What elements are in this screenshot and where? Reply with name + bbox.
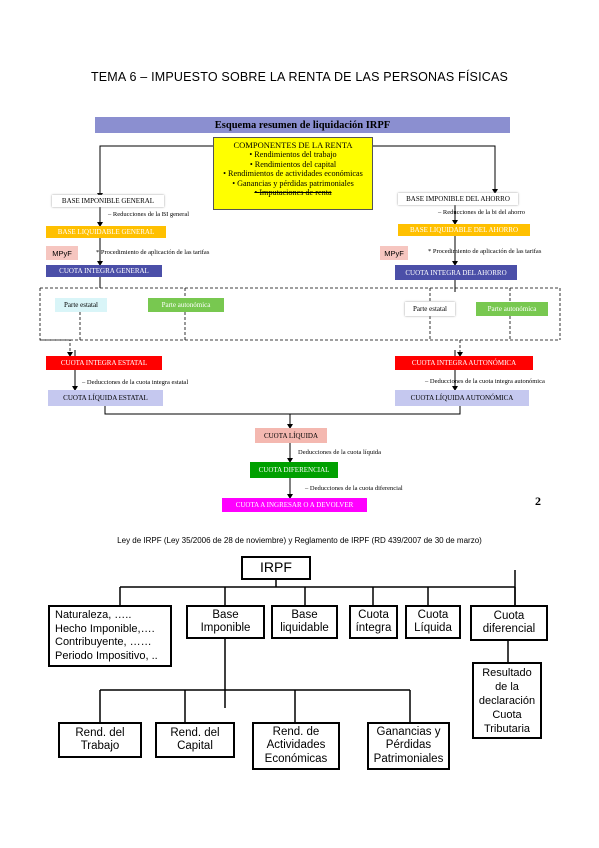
deducciones-cuota-autonomica: – Deducciones de la cuota integra autonó…	[425, 378, 545, 385]
cuota-integra-autonomica: CUOTA INTEGRA AUTONÓMICA	[395, 356, 533, 370]
cuota-liquida-estatal: CUOTA LÍQUIDA ESTATAL	[48, 390, 163, 406]
rend-trabajo-box: Rend. del Trabajo	[58, 722, 142, 758]
parte-autonomica-ahorro: Parte autonómica	[476, 302, 548, 316]
components-title: COMPONENTES DE LA RENTA	[233, 140, 353, 150]
cuota-integra-general: CUOTA INTEGRA GENERAL	[46, 265, 162, 277]
reducciones-bi-ahorro: – Reducciones de la bi del ahorro	[438, 209, 525, 216]
procedimiento-ahorro: * Procedimiento de aplicación de las tar…	[428, 248, 542, 255]
cuota-a-ingresar-o-devolver: CUOTA A INGRESAR O A DEVOLVER	[222, 498, 367, 512]
cuota-liquida: CUOTA LÍQUIDA	[255, 428, 327, 443]
components-list: Rendimientos del trabajo Rendimientos de…	[214, 150, 372, 198]
resultado-box: Resultado de la declaración Cuota Tribut…	[472, 662, 542, 739]
base-liquidable-ahorro: BASE LIQUIDABLE DEL AHORRO	[398, 224, 530, 236]
component-item: Rendimientos de actividades económicas	[214, 169, 372, 179]
parte-autonomica-general: Parte autonómica	[148, 298, 224, 312]
component-item: Imputaciones de renta	[214, 188, 372, 198]
cuota-diferencial-box: Cuota diferencial	[470, 605, 548, 641]
mpyf-general: MPyF	[46, 246, 78, 260]
base-liquidable-box: Base liquidable	[271, 605, 338, 639]
deducciones-cuota-liquida: Deducciones de la cuota líquida	[298, 449, 382, 456]
irpf-root: IRPF	[241, 556, 311, 580]
page-number: 2	[535, 494, 541, 508]
page-title: TEMA 6 – IMPUESTO SOBRE LA RENTA DE LAS …	[90, 70, 509, 84]
law-caption: Ley de IRPF (Ley 35/2006 de 28 de noviem…	[117, 536, 482, 545]
parte-estatal-general: Parte estatal	[55, 298, 107, 312]
components-box: COMPONENTES DE LA RENTA Rendimientos del…	[213, 137, 373, 210]
cuota-liquida-box: Cuota Líquida	[405, 605, 461, 639]
component-item: Ganancias y pérdidas patrimoniales	[214, 179, 372, 189]
naturaleza-box: Naturaleza, ….. Hecho Imponible,…. Contr…	[48, 605, 172, 667]
base-imponible-box: Base Imponible	[186, 605, 265, 639]
rend-actividades-box: Rend. de Actividades Económicas	[252, 722, 340, 770]
scheme-header-text: Esquema resumen de liquidación IRPF	[214, 119, 391, 131]
procedimiento-general: * Procedimiento de aplicación de las tar…	[96, 249, 210, 256]
cuota-liquida-autonomica: CUOTA LÍQUIDA AUTONÓMICA	[395, 390, 529, 406]
base-imponible-general: BASE IMPONIBLE GENERAL	[52, 195, 164, 207]
base-liquidable-general: BASE LIQUIDABLE GENERAL	[46, 226, 166, 238]
component-item: Rendimientos del trabajo	[214, 150, 372, 160]
deducciones-cuota-diferencial: – Deducciones de la cuota diferencial	[305, 485, 403, 492]
base-imponible-ahorro: BASE IMPONIBLE DEL AHORRO	[398, 193, 518, 205]
cuota-integra-box: Cuota íntegra	[349, 605, 398, 639]
parte-estatal-ahorro: Parte estatal	[405, 302, 455, 316]
cuota-integra-ahorro: CUOTA INTEGRA DEL AHORRO	[395, 265, 517, 280]
mpyf-ahorro: MPyF	[380, 246, 408, 260]
cuota-integra-estatal: CUOTA INTEGRA ESTATAL	[46, 356, 162, 370]
rend-capital-box: Rend. del Capital	[155, 722, 235, 758]
component-item: Rendimientos del capital	[214, 160, 372, 170]
scheme-header: Esquema resumen de liquidación IRPF	[95, 117, 510, 135]
reducciones-bi-general: – Reducciones de la BI general	[108, 211, 190, 218]
deducciones-cuota-estatal: – Deducciones de la cuota integra estata…	[82, 379, 189, 386]
ganancias-box: Ganancias y Pérdidas Patrimoniales	[367, 722, 450, 770]
cuota-diferencial: CUOTA DIFERENCIAL	[250, 462, 338, 478]
